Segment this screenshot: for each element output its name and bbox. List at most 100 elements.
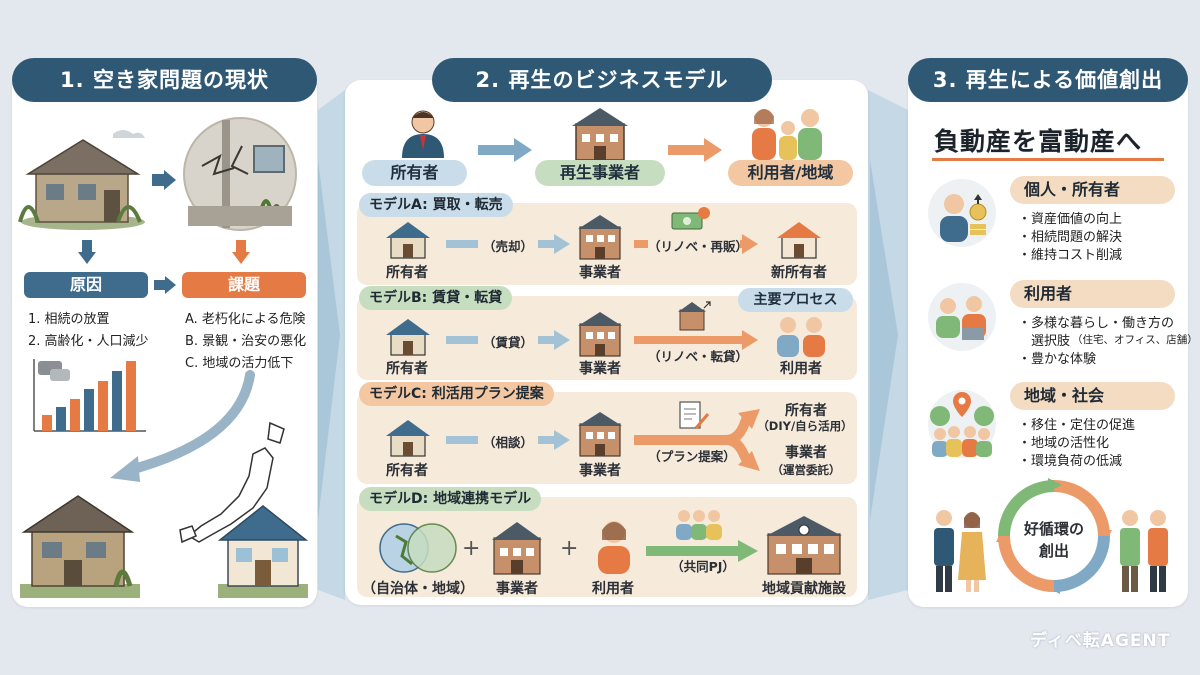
model-c-operator-icon <box>578 412 622 457</box>
group-owner-item-1: ・資産価値の向上 <box>1018 212 1123 227</box>
model-b-middle: 事業者 <box>579 361 621 377</box>
cracked-wall-icon <box>183 117 297 231</box>
money-icon <box>671 207 710 230</box>
family-icon <box>752 109 822 160</box>
model-b-right: 利用者 <box>780 361 822 377</box>
arrow-down-cause <box>78 240 96 264</box>
model-a-operator-icon <box>578 215 622 260</box>
model-a-owner-house-icon <box>386 222 430 259</box>
model-d-middle: 事業者 <box>496 581 538 597</box>
group-user-item-note: （住宅、オフィス、店舗） <box>1072 334 1198 346</box>
model-b-arrow1-label: （賃貸） <box>478 332 538 351</box>
virtuous-cycle-icon <box>996 478 1112 594</box>
model-c-tag: モデルC: 利活用プラン提案 <box>359 382 554 406</box>
model-b-tag: モデルB: 賃貸・転貸 <box>359 286 513 310</box>
couple-right-icon <box>1120 510 1168 592</box>
flow-user: 利用者/地域 <box>728 160 853 186</box>
arrow-right-2 <box>154 276 176 294</box>
vacant-house-icon <box>18 130 145 230</box>
cause-item-2: 2. 高齢化・人口減少 <box>28 334 149 349</box>
model-c-right-top: 所有者 <box>785 403 827 419</box>
group-user-item-3: ・豊かな体験 <box>1018 352 1097 367</box>
old-house-icon <box>20 495 140 598</box>
region-map-venn-icon <box>379 523 457 573</box>
flow-arrow-2 <box>668 138 722 162</box>
model-d-user-icon <box>598 521 630 574</box>
group-region-item-3: ・環境負荷の低減 <box>1018 454 1123 469</box>
headline: 負動産を富動産へ <box>934 127 1143 156</box>
document-pen-icon <box>679 401 710 429</box>
model-a-arrow1-label: （売却） <box>478 236 538 255</box>
model-d-arrow <box>646 540 758 562</box>
group-owner-label: 個人・所有者 <box>1010 176 1175 204</box>
group-owner-item-3: ・維持コスト削減 <box>1018 248 1123 263</box>
issue-item-1: A. 老朽化による危険 <box>185 312 306 327</box>
cycle-label-1: 好循環の <box>1023 520 1084 538</box>
model-c-middle: 事業者 <box>579 463 621 479</box>
users-laptop-icon <box>928 283 996 351</box>
small-building-icon <box>678 301 711 331</box>
flow-operator: 再生事業者 <box>535 160 665 186</box>
group-owner-item-2: ・相続問題の解決 <box>1018 230 1123 245</box>
model-a-left: 所有者 <box>386 265 428 281</box>
panel1-title: 1. 空き家問題の現状 <box>12 58 317 102</box>
group-region-label: 地域・社会 <box>1010 382 1175 410</box>
plus-sign-1: + <box>462 536 481 561</box>
model-c-split-arrow <box>634 409 760 471</box>
group-region-item-2: ・地域の活性化 <box>1018 436 1110 451</box>
watermark: ディベ転AGENT <box>1030 631 1171 651</box>
model-b-users-icon <box>777 317 825 357</box>
owner-coins-icon <box>928 179 996 247</box>
issue-item-2: B. 景観・治安の悪化 <box>185 334 307 349</box>
couple-left-icon <box>934 510 986 592</box>
model-b-owner-house-icon <box>386 319 430 356</box>
model-c-arrow2-label: （プラン提案） <box>648 449 736 464</box>
model-d-tag: モデルD: 地域連携モデル <box>359 487 542 511</box>
model-a-right: 新所有者 <box>771 265 827 281</box>
issue-item-3: C. 地域の活力低下 <box>185 356 294 371</box>
group-user-item-1: ・多様な暮らし・働き方の <box>1018 316 1175 331</box>
model-b-arrow2-label: （リノベ・転貸） <box>648 349 749 364</box>
model-a-new-owner-house-icon <box>777 222 821 259</box>
plus-sign-2: + <box>560 536 579 561</box>
cause-item-1: 1. 相続の放置 <box>28 312 110 327</box>
group-user-label: 利用者 <box>1010 280 1175 308</box>
flow-arrow-1 <box>478 138 532 162</box>
owner-person-icon <box>402 110 444 158</box>
community-facility-icon <box>766 516 842 575</box>
cycle-label-2: 創出 <box>1038 542 1069 560</box>
group-region-item-1: ・移住・定住の促進 <box>1018 418 1136 433</box>
new-house-icon <box>217 505 309 598</box>
model-c-owner-house-icon <box>386 420 430 457</box>
japan-map-icon <box>179 421 285 544</box>
panel2-title: 2. 再生のビジネスモデル <box>432 58 772 102</box>
model-c-left: 所有者 <box>386 463 428 479</box>
model-d-right: 地域貢献施設 <box>762 581 846 597</box>
model-d-operator-icon <box>492 522 542 575</box>
model-b-left: 所有者 <box>386 361 428 377</box>
model-a-arrow2-label: （リノベ・再販） <box>648 236 748 255</box>
flow-owner: 所有者 <box>362 160 467 186</box>
panel3-title: 3. 再生による価値創出 <box>908 58 1188 102</box>
model-b-operator-icon <box>578 312 622 357</box>
community-pin-icon <box>928 390 996 458</box>
issue-label: 課題 <box>182 272 306 298</box>
model-c-right-top-sub: （DIY/自ら活用） <box>757 419 853 433</box>
arrow-down-issue <box>232 240 250 264</box>
cause-label: 原因 <box>24 272 148 298</box>
main-process-label: 主要プロセス <box>738 288 853 312</box>
model-c-arrow1-label: （相談） <box>478 432 538 451</box>
group-user-item-2: 選択肢 <box>1018 334 1071 349</box>
curved-arrow <box>110 370 255 482</box>
model-a-middle: 事業者 <box>579 265 621 281</box>
model-d-left: （自治体・地域） <box>362 581 474 597</box>
model-c-right-bottom-sub: （運営委託） <box>771 463 841 477</box>
model-c-right-bottom: 事業者 <box>785 445 827 461</box>
operator-building-icon <box>572 108 628 161</box>
model-a-tag: モデルA: 買取・転売 <box>359 193 513 217</box>
team-icon <box>676 510 722 540</box>
model-d-third: 利用者 <box>592 581 634 597</box>
model-d-arrow-label: （共同PJ） <box>671 559 735 574</box>
headline-underline <box>932 158 1164 161</box>
